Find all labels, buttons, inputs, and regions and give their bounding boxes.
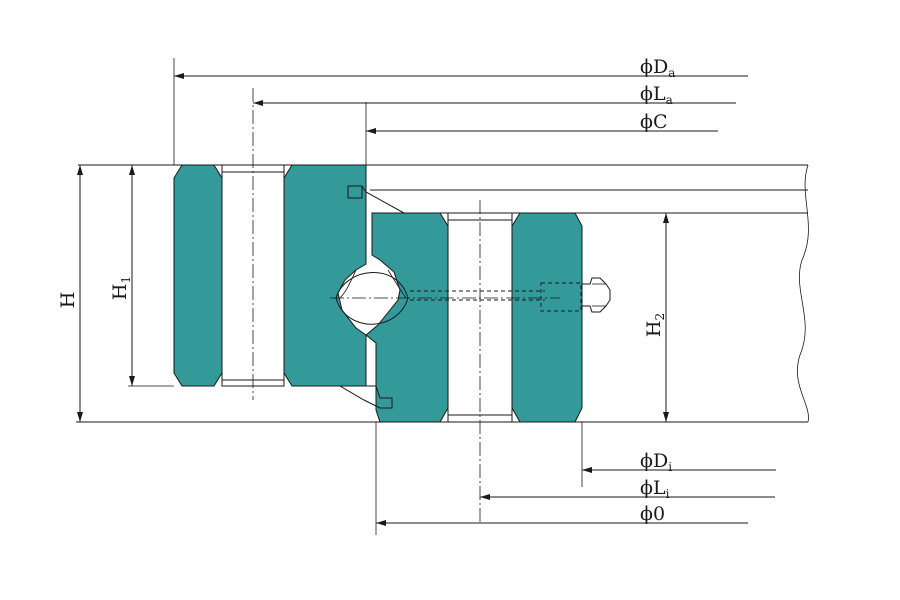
outer-ring-right-block (283, 164, 367, 387)
bolt-holes (221, 164, 513, 423)
label-phi-la: ϕLa (640, 83, 673, 107)
outer-ring-left-block (173, 164, 223, 387)
outer-ring (173, 164, 405, 387)
label-phi-di: ϕDi (640, 450, 672, 474)
label-phi-c: ϕC (640, 111, 668, 133)
grease-nipple-icon (581, 277, 611, 313)
label-phi-da: ϕDa (640, 56, 675, 80)
inner-ring-left-block (365, 212, 449, 423)
label-phi-o: ϕ0 (640, 503, 665, 525)
inner-ring-right-block (511, 212, 583, 423)
label-h1: H1 (109, 276, 133, 300)
fitting-thread (540, 282, 582, 312)
label-phi-li: ϕLi (640, 477, 670, 501)
dimension-labels: ϕDa ϕLa ϕC ϕDi ϕLi ϕ0 H H1 H2 (57, 56, 675, 525)
bottom-dimensions (375, 422, 776, 535)
lubrication-fitting (410, 277, 611, 313)
inner-seal-bottom (338, 385, 393, 409)
center-lines (252, 88, 560, 524)
top-dimensions (173, 58, 748, 165)
height-dimensions (77, 165, 669, 422)
inner-ring (338, 212, 583, 423)
label-h2: H2 (643, 313, 667, 337)
outer-seal-top-lip (347, 185, 363, 199)
label-h: H (57, 292, 79, 309)
